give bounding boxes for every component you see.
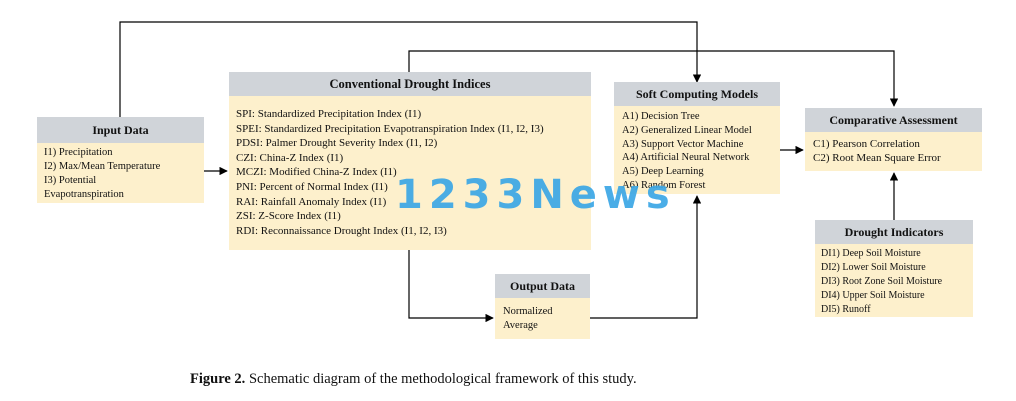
output-data-box: Output Data Normalized Average bbox=[495, 274, 590, 339]
soft-computing-models-list: A1) Decision Tree A2) Generalized Linear… bbox=[614, 106, 780, 194]
indicator-item: DI2) Lower Soil Moisture bbox=[821, 262, 926, 273]
model-item: A5) Deep Learning bbox=[622, 166, 704, 178]
drought-indicators-box: Drought Indicators DI1) Deep Soil Moistu… bbox=[815, 220, 973, 317]
model-item: A3) Support Vector Machine bbox=[622, 138, 744, 150]
index-item: MCZI: Modified China-Z Index (I1) bbox=[236, 166, 397, 179]
indicator-item: DI4) Upper Soil Moisture bbox=[821, 290, 925, 301]
soft-computing-models-title: Soft Computing Models bbox=[614, 82, 780, 106]
comparative-assessment-list: C1) Pearson Correlation C2) Root Mean Sq… bbox=[805, 132, 982, 171]
soft-computing-models-box: Soft Computing Models A1) Decision Tree … bbox=[614, 82, 780, 194]
index-item: SPEI: Standardized Precipitation Evapotr… bbox=[236, 122, 544, 135]
indicator-item: DI5) Runoff bbox=[821, 304, 871, 315]
assessment-item: C2) Root Mean Square Error bbox=[813, 152, 941, 164]
input-data-box: Input Data I1) Precipitation I2) Max/Mea… bbox=[37, 117, 204, 203]
index-item: SPI: Standardized Precipitation Index (I… bbox=[236, 108, 422, 120]
conventional-drought-indices-list: SPI: Standardized Precipitation Index (I… bbox=[229, 96, 591, 250]
watermark: 1233News bbox=[395, 172, 676, 218]
index-item: PDSI: Palmer Drought Severity Index (I1,… bbox=[236, 137, 438, 150]
arrow-indices-to-output bbox=[408, 250, 494, 323]
input-data-item: I3) Potential bbox=[44, 175, 97, 186]
arrow-output-to-models bbox=[590, 195, 702, 319]
model-item: A2) Generalized Linear Model bbox=[622, 124, 752, 136]
assessment-item: C1) Pearson Correlation bbox=[813, 138, 920, 150]
index-item: ZSI: Z-Score Index (I1) bbox=[236, 210, 341, 223]
index-item: RDI: Reconnaissance Drought Index (I1, I… bbox=[236, 224, 447, 237]
drought-indicators-list: DI1) Deep Soil Moisture DI2) Lower Soil … bbox=[815, 244, 973, 317]
indicator-item: DI1) Deep Soil Moisture bbox=[821, 248, 921, 259]
input-data-title: Input Data bbox=[37, 117, 204, 143]
conventional-drought-indices-box: Conventional Drought Indices SPI: Standa… bbox=[229, 72, 591, 250]
input-data-list: I1) Precipitation I2) Max/Mean Temperatu… bbox=[37, 143, 204, 203]
conventional-drought-indices-title: Conventional Drought Indices bbox=[229, 72, 591, 96]
index-item: RAI: Rainfall Anomaly Index (I1) bbox=[236, 195, 387, 208]
figure-caption-text: Schematic diagram of the methodological … bbox=[248, 371, 637, 387]
input-data-item: I2) Max/Mean Temperature bbox=[44, 161, 161, 172]
input-data-item: Evapotranspiration bbox=[44, 189, 124, 200]
index-item: PNI: Percent of Normal Index (I1) bbox=[236, 180, 388, 193]
figure-caption: Figure 2. Schematic diagram of the metho… bbox=[190, 371, 637, 388]
indicator-item: DI3) Root Zone Soil Moisture bbox=[821, 276, 943, 287]
input-data-item: I1) Precipitation bbox=[44, 147, 113, 158]
index-item: CZI: China-Z Index (I1) bbox=[236, 151, 344, 164]
output-item: Average bbox=[503, 320, 538, 331]
output-data-title: Output Data bbox=[495, 274, 590, 298]
output-data-list: Normalized Average bbox=[495, 298, 590, 339]
comparative-assessment-title: Comparative Assessment bbox=[805, 108, 982, 132]
figure-caption-label: Figure 2. bbox=[190, 371, 246, 387]
arrow-indices-to-assessment bbox=[408, 50, 899, 107]
output-item: Normalized bbox=[503, 306, 553, 317]
comparative-assessment-box: Comparative Assessment C1) Pearson Corre… bbox=[805, 108, 982, 171]
model-item: A1) Decision Tree bbox=[622, 111, 700, 122]
model-item: A6) Random Forest bbox=[622, 179, 706, 191]
drought-indicators-title: Drought Indicators bbox=[815, 220, 973, 244]
model-item: A4) Artificial Neural Network bbox=[622, 152, 750, 164]
arrow-input-to-models bbox=[119, 21, 702, 117]
